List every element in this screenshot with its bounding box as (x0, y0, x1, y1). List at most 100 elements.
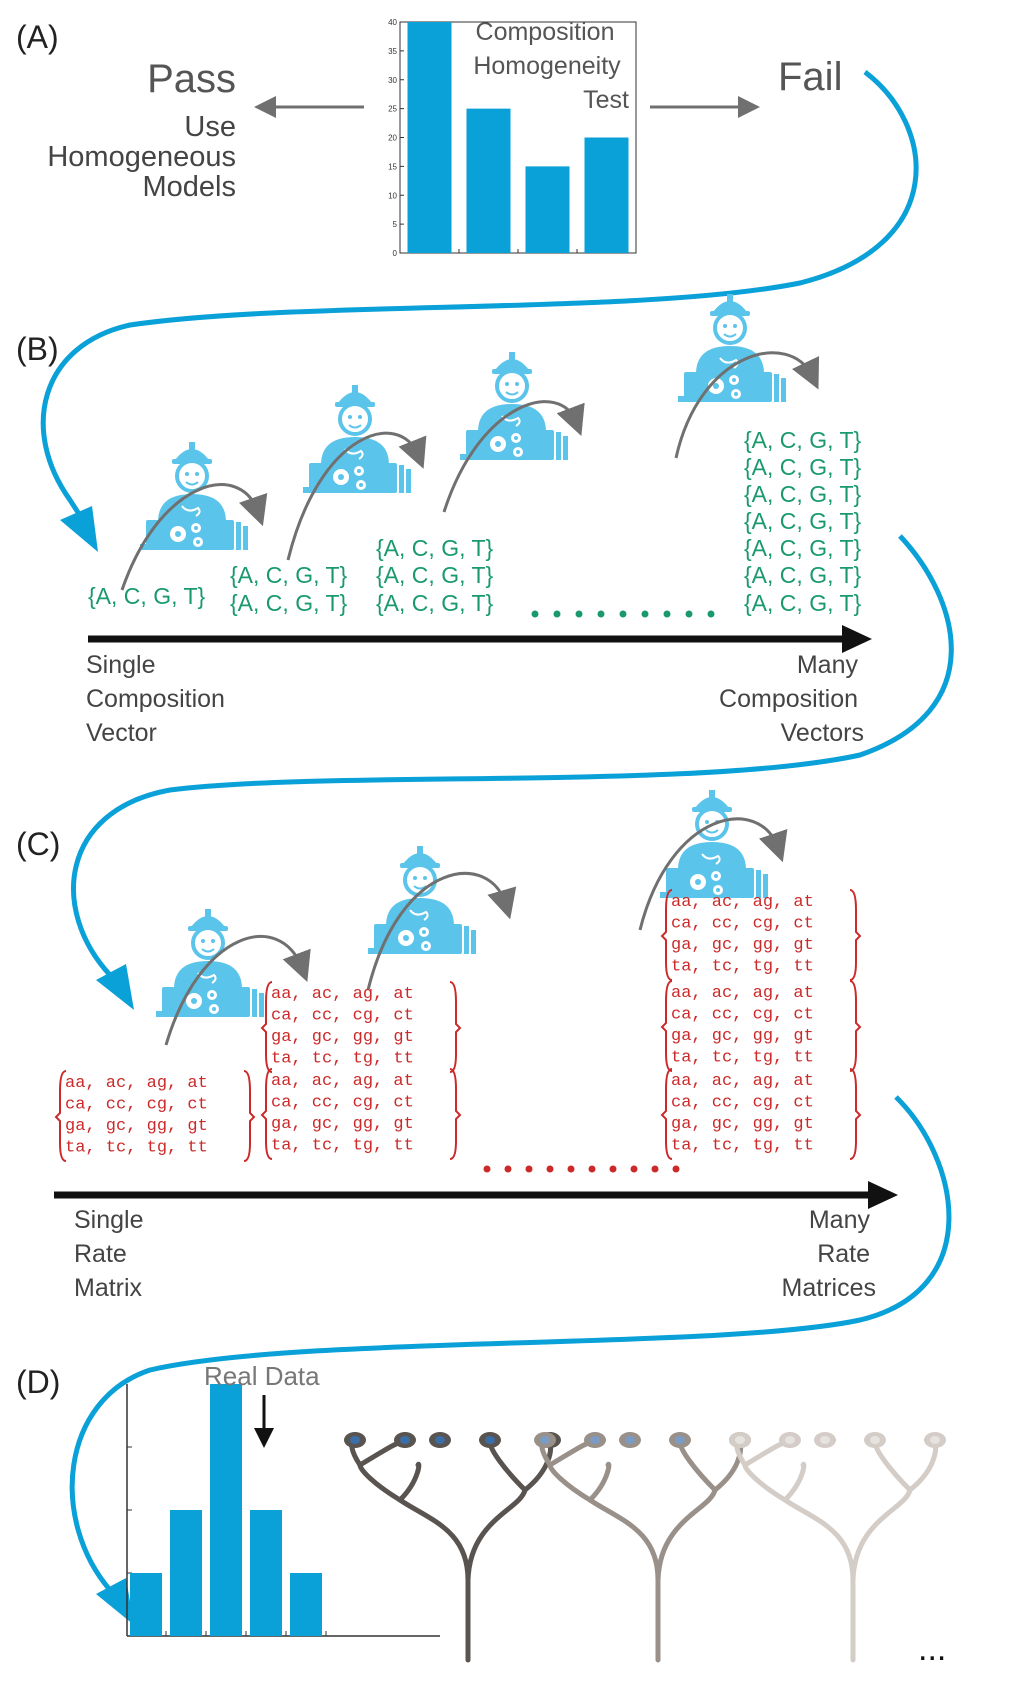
pass-arrow (254, 96, 364, 118)
matrix-left-brace (660, 1068, 673, 1160)
tree-leaf-center (625, 1436, 635, 1444)
chart-a-ytick-label: 10 (388, 191, 397, 200)
composition-vector: {A, C, G, T} (744, 535, 861, 561)
real-data-label: Real Data (204, 1361, 320, 1391)
chart-d-bar (130, 1573, 162, 1636)
test-title-line3: Test (583, 86, 629, 114)
matrix-row: ca, cc, cg, ct (671, 1094, 814, 1113)
engineer-icon (286, 383, 427, 561)
matrix-row: aa, ac, ag, at (65, 1074, 208, 1093)
flow-arrow-b-to-c (71, 534, 954, 988)
composition-vector: {A, C, G, T} (744, 562, 861, 588)
chart-a-bar (525, 166, 570, 253)
composition-vector: {A, C, G, T} (230, 562, 347, 588)
matrix-row: ca, cc, cg, ct (271, 1094, 414, 1113)
tree-leaf-center (870, 1436, 880, 1444)
tree-branch (487, 1439, 528, 1493)
matrix-row: ta, tc, tg, tt (65, 1139, 208, 1158)
chart-a-ytick-label: 35 (388, 47, 397, 56)
panel-b-label: (B) (16, 331, 59, 367)
curved-arrow (120, 483, 268, 591)
flow-arrow-c-to-d (69, 1095, 952, 1602)
curved-arrow (674, 351, 820, 459)
pass-desc-line3: Models (143, 171, 237, 203)
curved-arrow (164, 934, 311, 1046)
tree-leaf-center (930, 1436, 940, 1444)
axis-c-left-line1: Single (74, 1206, 144, 1234)
chart-d-bar (170, 1510, 202, 1636)
chart-d-bar (250, 1510, 282, 1636)
tree-branch (850, 1487, 913, 1583)
composition-vector: {A, C, G, T} (230, 590, 347, 616)
curved-arrow (638, 817, 788, 931)
fail-arrow (650, 96, 760, 118)
phylogenetic-trees (344, 1432, 946, 1663)
axis-b-right-line3: Vectors (781, 719, 864, 747)
matrix-row: ta, tc, tg, tt (271, 1137, 414, 1156)
matrix-row: ta, tc, tg, tt (671, 958, 814, 977)
chart-a-ytick-label: 30 (388, 76, 397, 85)
composition-vector: {A, C, G, T} (744, 590, 861, 616)
matrix-row: aa, ac, ag, at (671, 984, 814, 1003)
axis-c-right-label: Many Rate Matrices (782, 1206, 876, 1302)
chart-a-ytick-label: 25 (388, 105, 397, 114)
tree-leaf-center (540, 1436, 550, 1444)
chart-a-bar (466, 108, 511, 253)
flow-arrowhead-c (96, 964, 134, 1010)
tree-leaf-center (820, 1436, 830, 1444)
matrix-right-brace (849, 1068, 862, 1160)
axis-c-left-line2: Rate (74, 1240, 127, 1268)
chart-a-ytick-label: 0 (393, 249, 398, 258)
pass-description: Use Homogeneous Models (47, 111, 236, 203)
axis-b-left-label: Single Composition Vector (86, 651, 225, 747)
real-data-arrow (254, 1395, 274, 1448)
chart-a-ytick-label: 20 (388, 134, 397, 143)
panel-c-label: (C) (16, 826, 60, 862)
tree-branch (655, 1487, 718, 1583)
tree-branch (522, 1439, 554, 1493)
pass-desc-line2: Homogeneous (47, 141, 236, 173)
composition-vector: {A, C, G, T} (744, 508, 861, 534)
tree-leaf-center (675, 1436, 685, 1444)
chart-a-ytick-label: 5 (393, 220, 398, 229)
panel-d-label: (D) (16, 1364, 60, 1400)
tree-branch (547, 1462, 661, 1663)
rate-matrices: aa, ac, ag, at ca, cc, cg, ct ga, gc, gg, … (54, 889, 862, 1162)
matrix-row: ca, cc, cg, ct (671, 915, 814, 934)
matrix-row: ca, cc, cg, ct (271, 1007, 414, 1026)
tree (729, 1432, 946, 1663)
tree-leaf-center (485, 1436, 495, 1444)
axis-b-right-line1: Many (797, 651, 859, 679)
engineer-icon (154, 907, 311, 1046)
chart-a-ytick-label: 40 (388, 18, 397, 27)
tree-branch (907, 1439, 939, 1493)
matrix-row: ta, tc, tg, tt (671, 1049, 814, 1068)
flow-arrowhead-d (96, 1578, 134, 1625)
engineer-icon (674, 292, 820, 459)
composition-vector: {A, C, G, T} (376, 562, 493, 588)
tree-leaf-center (400, 1436, 410, 1444)
axis-b (88, 625, 872, 653)
engineer-icon (638, 788, 788, 931)
axis-c (54, 1181, 898, 1209)
axis-c-left-line3: Matrix (74, 1274, 143, 1302)
curved-arrow (366, 871, 517, 991)
vector-dots (531, 610, 715, 618)
tree-leaf-center (735, 1436, 745, 1444)
engineer-icon (120, 440, 268, 591)
composition-vector: {A, C, G, T} (744, 454, 861, 480)
composition-vectors: {A, C, G, T}{A, C, G, T}{A, C, G, T}{A, … (88, 427, 861, 616)
matrix-row: ga, gc, gg, gt (671, 1027, 814, 1046)
matrix-left-brace (260, 981, 273, 1073)
tree-branch (465, 1487, 528, 1583)
tree-leaf-center (785, 1436, 795, 1444)
tree-branch (782, 1461, 807, 1503)
axis-b-right-line2: Composition (719, 685, 858, 713)
test-title-line1: Composition (476, 18, 615, 46)
curved-arrow (442, 400, 585, 513)
